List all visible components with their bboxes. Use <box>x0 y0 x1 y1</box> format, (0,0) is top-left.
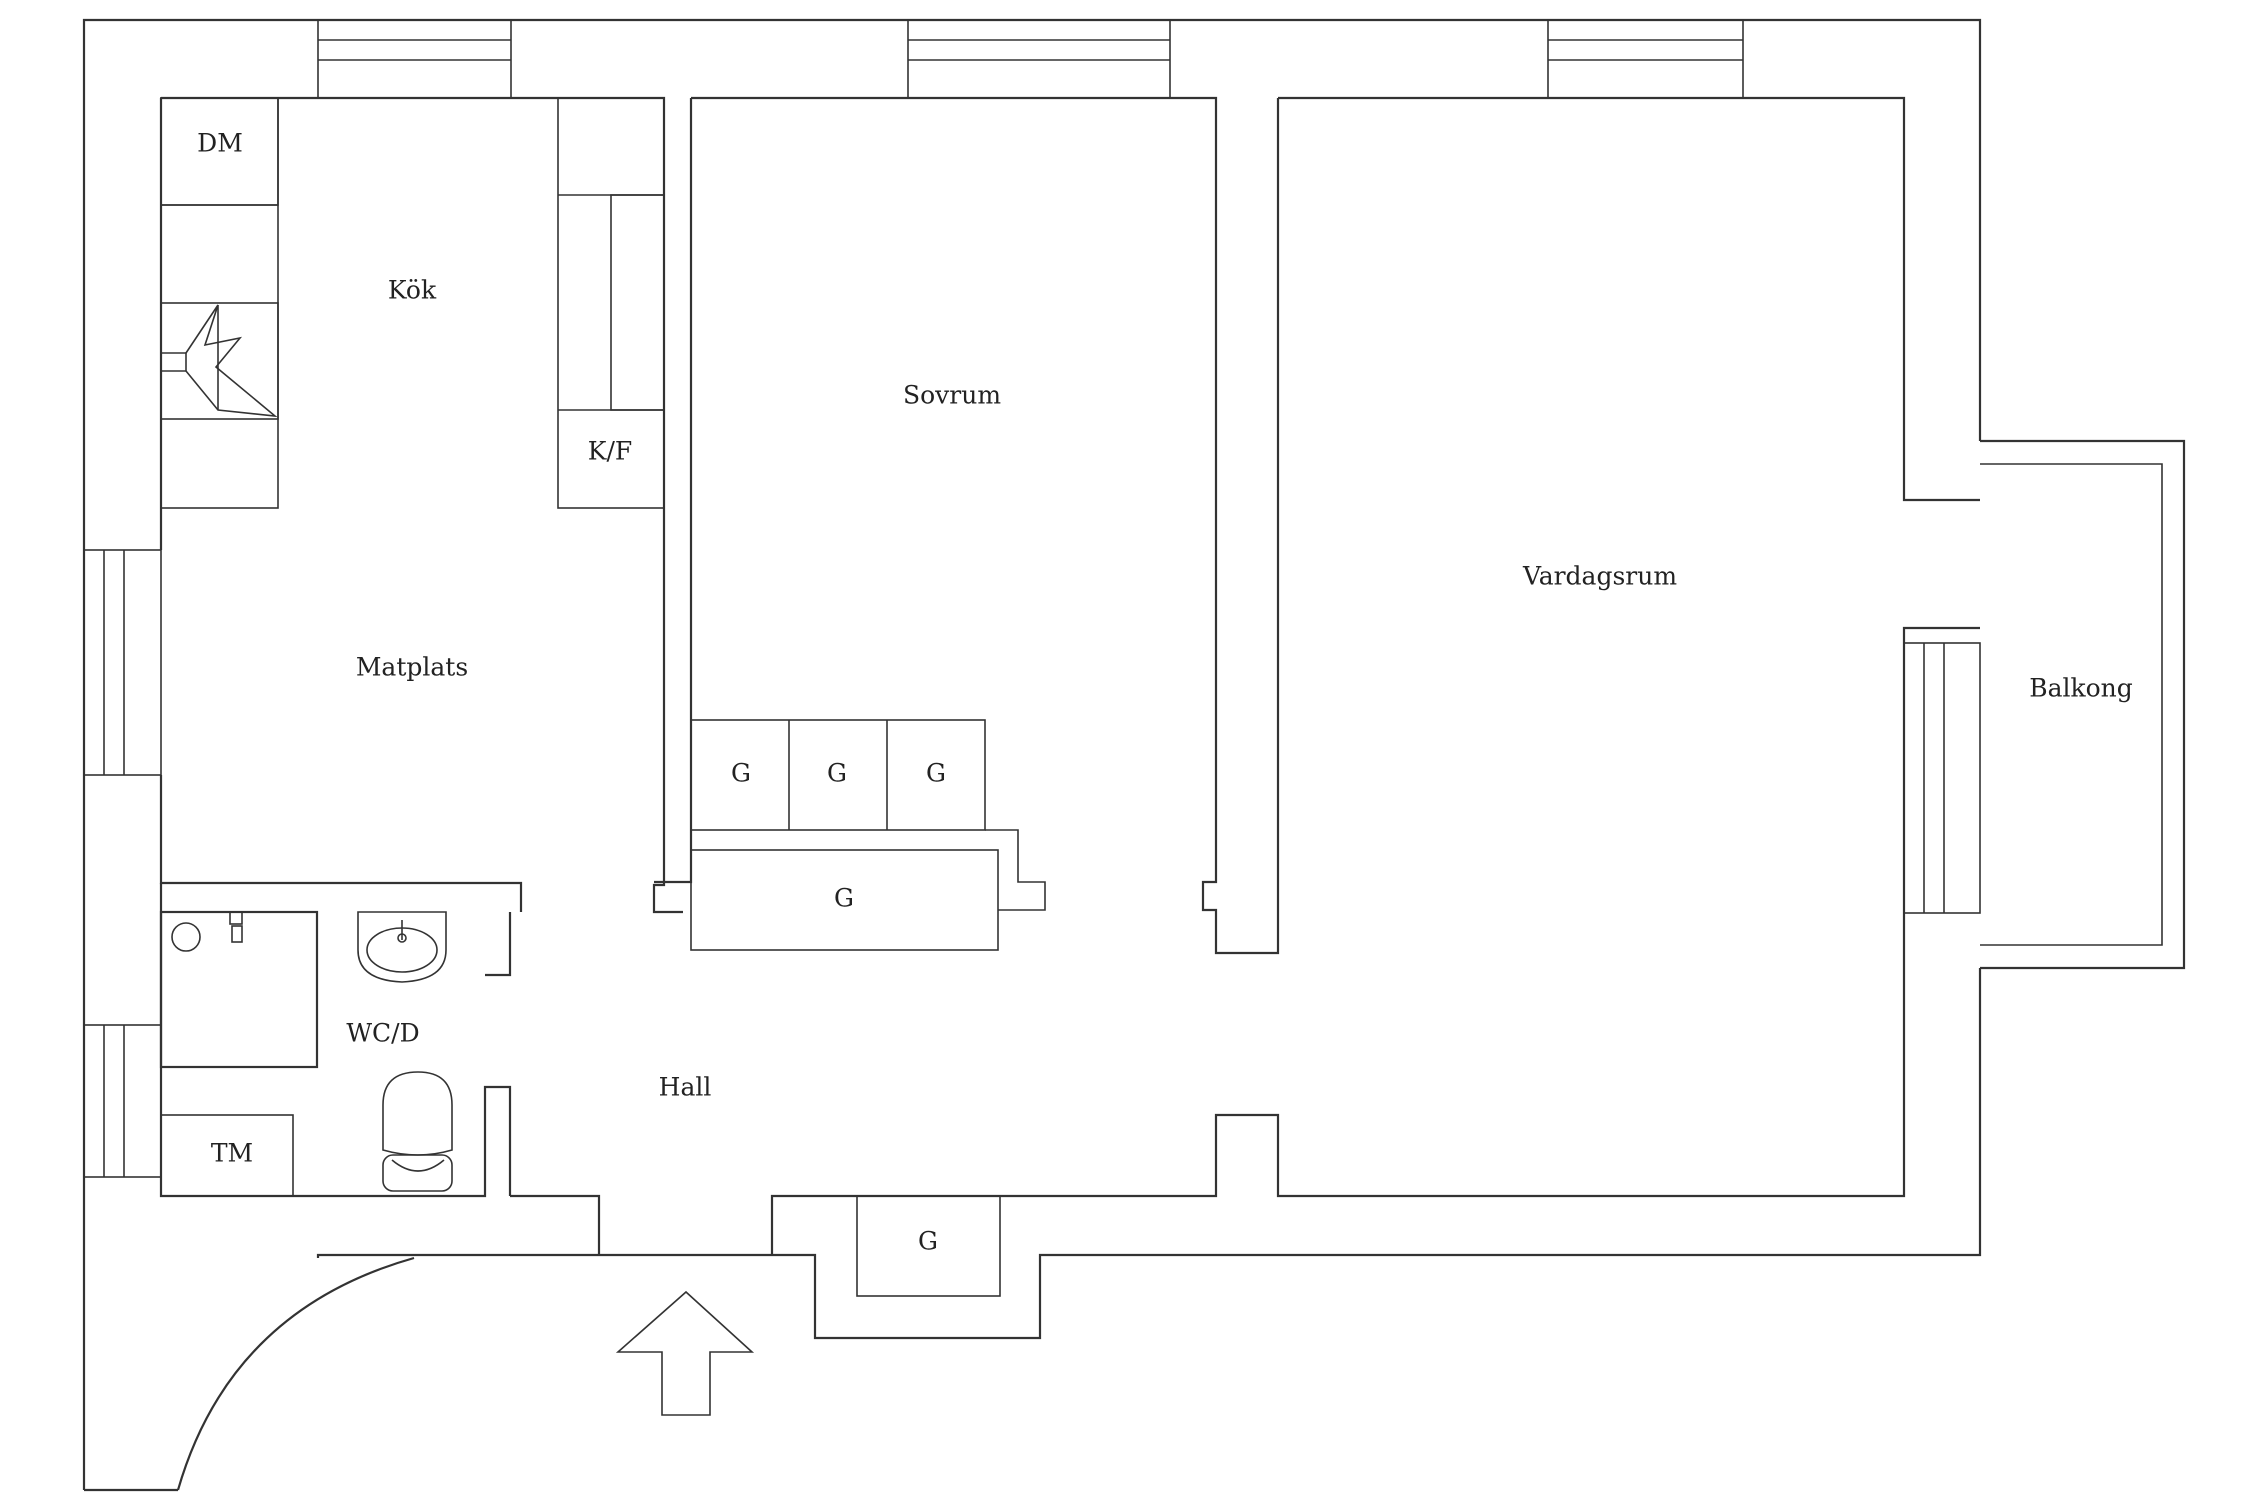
balcony <box>1980 439 2186 970</box>
living-room-walls <box>770 96 1980 1255</box>
kitchen-counter-right: K/F <box>557 97 665 509</box>
room-label-hall: Hall <box>659 1073 712 1102</box>
dishwasher-label: DM <box>197 129 243 158</box>
dishwasher: DM <box>160 97 279 206</box>
closet-label-4: G <box>834 884 854 913</box>
window-left-bathroom <box>83 1024 162 1178</box>
closet-label-5: G <box>918 1227 938 1256</box>
washing-machine-label: TM <box>211 1139 253 1168</box>
entrance-arrow-icon <box>615 1290 755 1416</box>
closet-label-1: G <box>731 759 751 788</box>
window-right-living-room <box>1903 642 1981 914</box>
window-left-dining <box>83 549 162 776</box>
outer-wall <box>82 18 1982 1492</box>
closet-label-3: G <box>926 759 946 788</box>
hall-closet: G <box>772 1195 1001 1297</box>
bedroom-walls <box>654 96 1280 955</box>
toilet <box>382 1071 453 1192</box>
bedroom-closets <box>690 719 1046 951</box>
sink <box>357 911 447 983</box>
stove-hood <box>160 302 279 420</box>
room-label-kitchen: Kök <box>388 276 437 305</box>
bathroom-walls <box>159 883 601 1255</box>
kitchen-walls <box>159 96 683 914</box>
room-label-living-room: Vardagsrum <box>1522 562 1677 591</box>
room-label-bedroom: Sovrum <box>903 381 1001 410</box>
window-top-kitchen <box>317 19 512 99</box>
window-top-living-room <box>1547 19 1744 99</box>
fridge-freezer-label: K/F <box>588 437 632 466</box>
room-label-bathroom: WC/D <box>346 1019 419 1048</box>
closet-label-2: G <box>827 759 847 788</box>
shower <box>159 910 319 1069</box>
room-label-dining: Matplats <box>356 653 468 682</box>
room-label-balcony: Balkong <box>2029 674 2133 703</box>
washing-machine: TM <box>160 1114 294 1197</box>
window-top-bedroom <box>907 19 1171 99</box>
